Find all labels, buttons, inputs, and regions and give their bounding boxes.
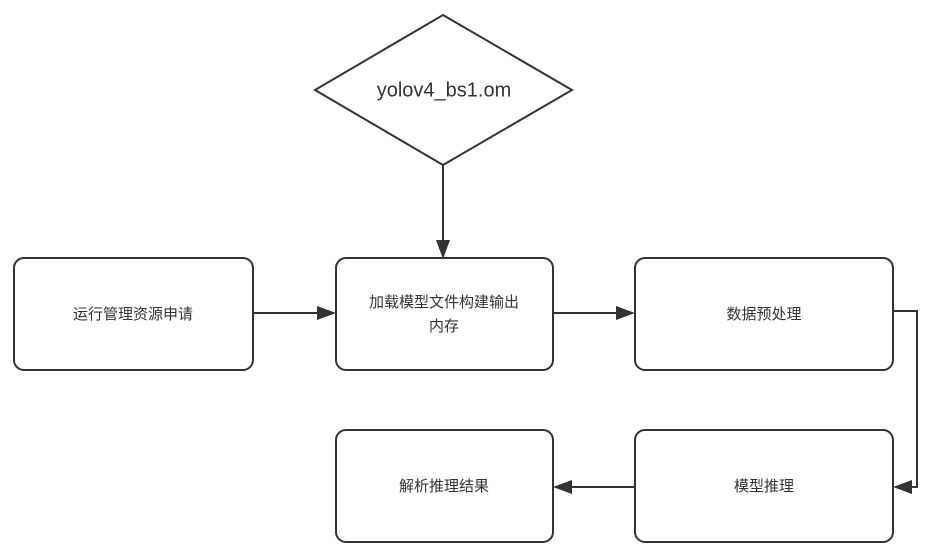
edge-inference-to-parse-arrowhead bbox=[553, 480, 572, 494]
load-model-label-line2: 内存 bbox=[429, 318, 459, 335]
edge-preprocess-to-inference bbox=[893, 310, 918, 494]
load-model-box-shape[interactable] bbox=[335, 257, 554, 371]
node-inference[interactable]: 模型推理 bbox=[634, 429, 894, 543]
node-preprocess[interactable]: 数据预处理 bbox=[634, 257, 894, 371]
edge-model-to-load-arrowhead bbox=[436, 240, 450, 259]
parse-result-label: 解析推理结果 bbox=[399, 478, 489, 495]
inference-label: 模型推理 bbox=[734, 478, 794, 495]
node-resource-apply[interactable]: 运行管理资源申请 bbox=[13, 257, 254, 371]
edge-preprocess-to-inference-line bbox=[893, 310, 918, 488]
edge-inference-to-parse bbox=[553, 480, 635, 494]
node-parse-result[interactable]: 解析推理结果 bbox=[335, 429, 554, 543]
preprocess-box-shape[interactable] bbox=[634, 257, 894, 371]
inference-box-shape[interactable] bbox=[634, 429, 894, 543]
edge-preprocess-to-inference-arrowhead bbox=[893, 480, 912, 494]
preprocess-label: 数据预处理 bbox=[726, 306, 801, 323]
model-file-label: yolov4_bs1.om bbox=[377, 79, 512, 101]
node-model-file[interactable]: yolov4_bs1.om bbox=[313, 13, 574, 167]
edge-load-to-preprocess bbox=[553, 306, 635, 320]
edge-load-to-preprocess-arrowhead bbox=[616, 306, 635, 320]
edge-model-to-load bbox=[436, 162, 450, 259]
node-load-model[interactable]: 加载模型文件构建输出 内存 bbox=[335, 257, 554, 371]
edge-resource-to-load bbox=[253, 306, 336, 320]
model-file-diamond-shape[interactable] bbox=[313, 13, 574, 167]
resource-apply-label: 运行管理资源申请 bbox=[73, 306, 193, 323]
load-model-label-line1: 加载模型文件构建输出 bbox=[369, 294, 519, 311]
resource-apply-box-shape[interactable] bbox=[13, 257, 254, 371]
parse-result-box-shape[interactable] bbox=[335, 429, 554, 543]
edge-resource-to-load-arrowhead bbox=[317, 306, 336, 320]
